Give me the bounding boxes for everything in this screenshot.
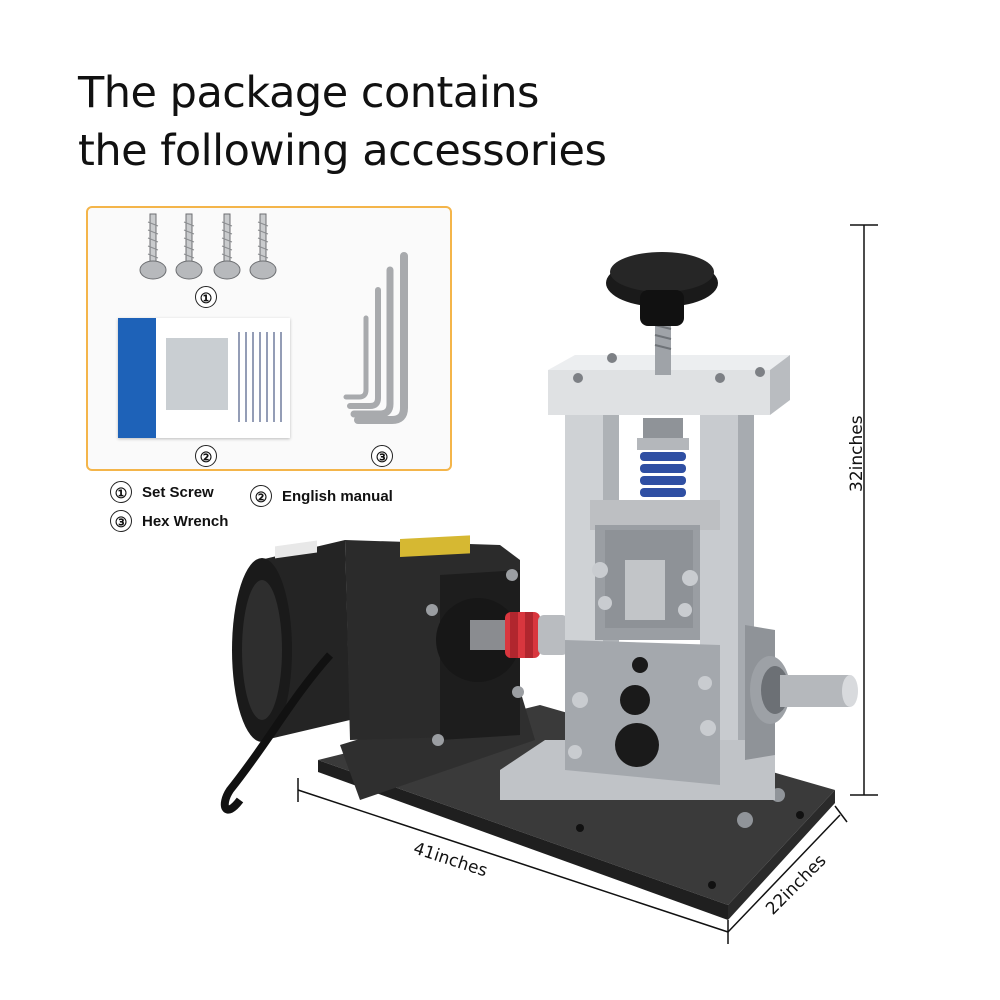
marker-3: ③ bbox=[371, 445, 393, 467]
cutter-frame bbox=[500, 353, 790, 800]
width-dimension-label: 22inches bbox=[762, 850, 831, 920]
base-plate bbox=[318, 705, 835, 905]
manual-text-lines bbox=[238, 332, 282, 422]
legend-marker: ① bbox=[110, 481, 132, 503]
legend-label: English manual bbox=[282, 487, 393, 505]
bearing-shaft bbox=[745, 625, 858, 760]
page-title: The package contains the following acces… bbox=[78, 64, 607, 180]
legend-marker: ② bbox=[250, 485, 272, 507]
title-line-1: The package contains bbox=[78, 68, 539, 118]
legend-hex-wrench: ③ Hex Wrench bbox=[110, 510, 228, 532]
marker-1: ① bbox=[195, 286, 217, 308]
manual-cover-blue bbox=[118, 318, 156, 438]
legend-label: Hex Wrench bbox=[142, 512, 229, 530]
guide-plate bbox=[565, 640, 720, 785]
set-screws bbox=[139, 213, 277, 280]
legend-marker: ③ bbox=[110, 510, 132, 532]
length-dimension-label: 41inches bbox=[410, 838, 490, 882]
blade-holder bbox=[590, 500, 720, 640]
legend-english-manual: ② English manual bbox=[250, 485, 393, 507]
marker-2: ② bbox=[195, 445, 217, 467]
manual-machine-photo bbox=[166, 338, 228, 410]
accessories-box: ① ② ③ bbox=[86, 206, 452, 471]
screws-and-wrench-illustration bbox=[139, 213, 408, 424]
gearbox bbox=[345, 540, 520, 740]
hex-wrench-set bbox=[343, 252, 408, 424]
legend-label: Set Screw bbox=[142, 483, 214, 501]
power-cable bbox=[220, 652, 333, 814]
shaft-coupling bbox=[505, 612, 568, 658]
legend-set-screw: ① Set Screw bbox=[110, 481, 214, 503]
adjustment-knob bbox=[606, 252, 718, 375]
compression-spring bbox=[637, 418, 689, 509]
electric-motor bbox=[220, 535, 524, 814]
english-manual-image bbox=[118, 318, 290, 438]
title-line-2: the following accessories bbox=[78, 126, 607, 176]
height-dimension-label: 32inches bbox=[847, 415, 867, 492]
